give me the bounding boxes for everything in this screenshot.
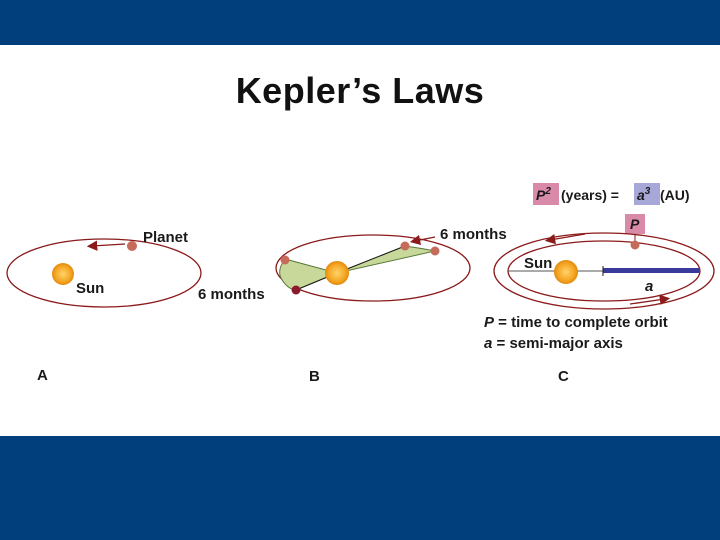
formula-p-unit: (years) =	[561, 187, 619, 203]
six-months-label-lower: 6 months	[198, 286, 265, 303]
legend-axis: a = semi-major axis	[484, 335, 623, 352]
sun-icon	[325, 261, 349, 285]
period-symbol: P	[630, 216, 640, 232]
sun-label: Sun	[524, 255, 552, 272]
panel-b: 6 months 6 months B	[198, 226, 507, 385]
planet-icon	[281, 256, 290, 265]
planet-icon	[127, 241, 137, 251]
semi-major-axis-bar	[603, 268, 700, 273]
sun-icon	[554, 260, 578, 284]
panel-letter-b: B	[309, 368, 320, 385]
planet-icon	[431, 247, 440, 256]
sweep-area-upper	[337, 246, 435, 273]
sun-label: Sun	[76, 280, 104, 297]
six-months-label-upper: 6 months	[440, 226, 507, 243]
axis-symbol: a	[645, 278, 653, 295]
planet-icon	[292, 286, 301, 295]
legend-period: P = time to complete orbit	[484, 314, 668, 331]
sun-icon	[52, 263, 74, 285]
planet-icon	[631, 241, 640, 250]
panel-a: Planet Sun A	[7, 229, 201, 384]
formula-a-unit: (AU)	[660, 187, 690, 203]
planet-icon	[401, 242, 410, 251]
orbit-arrow-icon	[92, 244, 125, 246]
panel-letter-c: C	[558, 368, 569, 385]
footer-band	[0, 436, 720, 540]
planet-label: Planet	[143, 229, 188, 246]
panel-c: P2 (years) = a3 (AU) P Sun a P = time to…	[484, 183, 714, 385]
panel-letter-a: A	[37, 367, 48, 384]
